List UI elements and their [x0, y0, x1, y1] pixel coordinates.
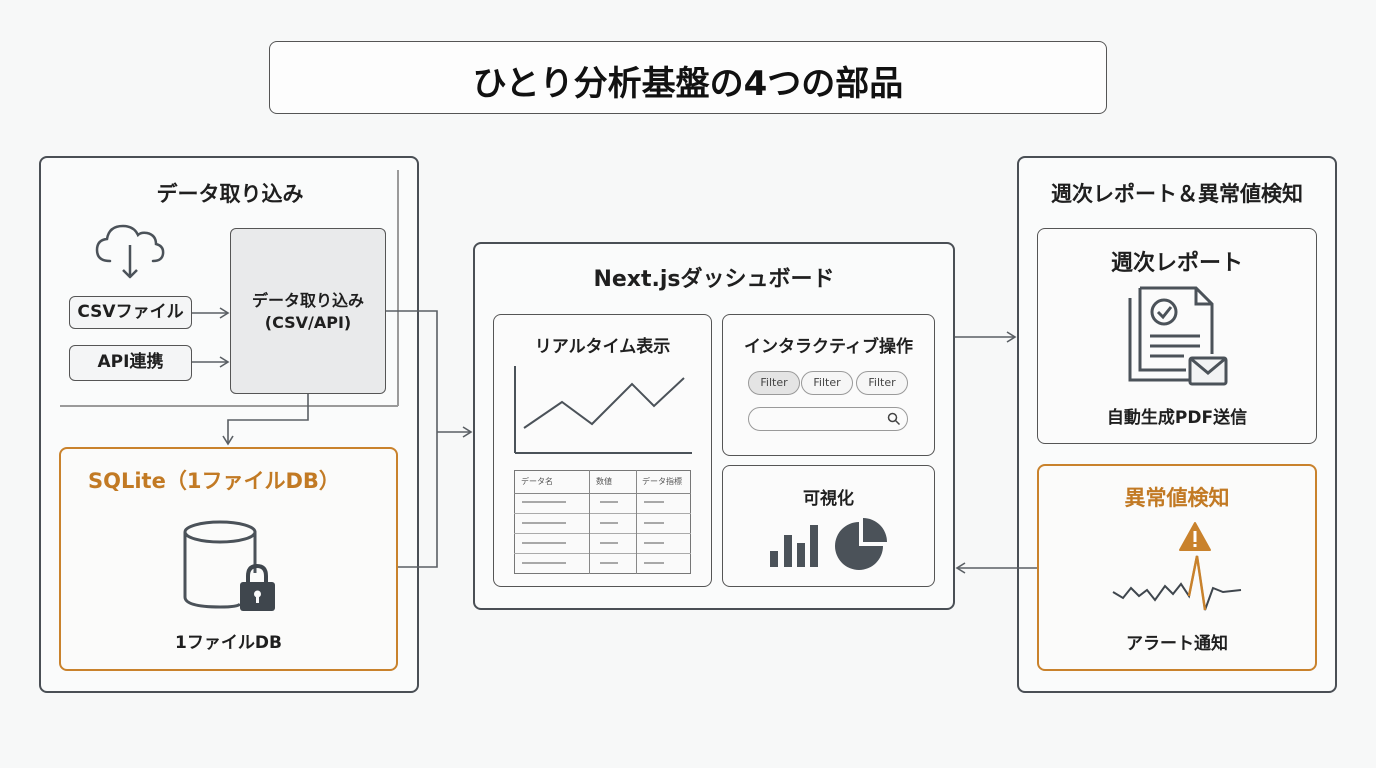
visualization-title: 可視化: [803, 489, 854, 509]
ingest-process-box: [230, 228, 386, 394]
table-row-rule: [514, 533, 691, 534]
dashboard-heading: Next.jsダッシュボード: [593, 267, 835, 292]
table-row-rule: [514, 513, 691, 514]
csv-file-source: CSVファイル: [69, 296, 192, 329]
api-source: API連携: [69, 345, 192, 381]
search-input[interactable]: [748, 407, 908, 431]
visualization-card: [722, 465, 935, 587]
anomaly-title: 異常値検知: [1124, 486, 1230, 510]
interactive-title: インタラクティブ操作: [744, 337, 913, 357]
ingest-process-label: データ取り込み: [251, 291, 364, 310]
ingest-divider-horizontal: [60, 405, 398, 407]
anomaly-signal-icon: [1112, 555, 1242, 611]
data-table: [514, 470, 691, 574]
database-lock-icon: [183, 520, 275, 611]
table-col-rule: [636, 470, 637, 574]
anomaly-card: [1037, 464, 1317, 671]
ingest-divider-vertical: [397, 170, 399, 406]
ingest-heading: データ取り込み: [156, 182, 304, 206]
sqlite-db-label: 1ファイルDB: [175, 633, 282, 653]
realtime-title: リアルタイム表示: [534, 337, 671, 357]
sqlite-heading: SQLite（1ファイルDB）: [88, 469, 340, 493]
bar-chart-icon: [770, 525, 818, 567]
warning-icon: [1179, 522, 1211, 551]
document-mail-icon: [1128, 286, 1228, 386]
table-col-rule: [589, 470, 590, 574]
pie-chart-icon: [835, 518, 887, 570]
title-box: ひとり分析基盤の4つの部品: [269, 41, 1107, 114]
sqlite-panel: [59, 447, 398, 671]
filter-chip-1[interactable]: Filter: [748, 371, 800, 395]
table-header-rule: [514, 493, 691, 494]
table-header-cell: データ指標: [642, 477, 682, 486]
table-row-rule: [514, 553, 691, 554]
weekly-report-title: 週次レポート: [1110, 251, 1243, 276]
line-chart-icon: [514, 366, 692, 454]
report-heading: 週次レポート＆異常値検知: [1051, 182, 1303, 206]
filter-chip-2[interactable]: Filter: [801, 371, 853, 395]
page-title: ひとり分析基盤の4つの部品: [472, 64, 904, 104]
anomaly-caption: アラート通知: [1126, 634, 1228, 654]
table-placeholder-lines: [522, 501, 664, 564]
table-header-cell: 数値: [596, 477, 612, 486]
cloud-download-icon: [95, 224, 165, 279]
filter-chip-3[interactable]: Filter: [856, 371, 908, 395]
search-icon[interactable]: [887, 412, 901, 426]
ingest-process-sublabel: (CSV/API): [264, 313, 352, 332]
weekly-report-caption: 自動生成PDF送信: [1106, 408, 1248, 428]
table-header-cell: データ名: [521, 477, 553, 486]
